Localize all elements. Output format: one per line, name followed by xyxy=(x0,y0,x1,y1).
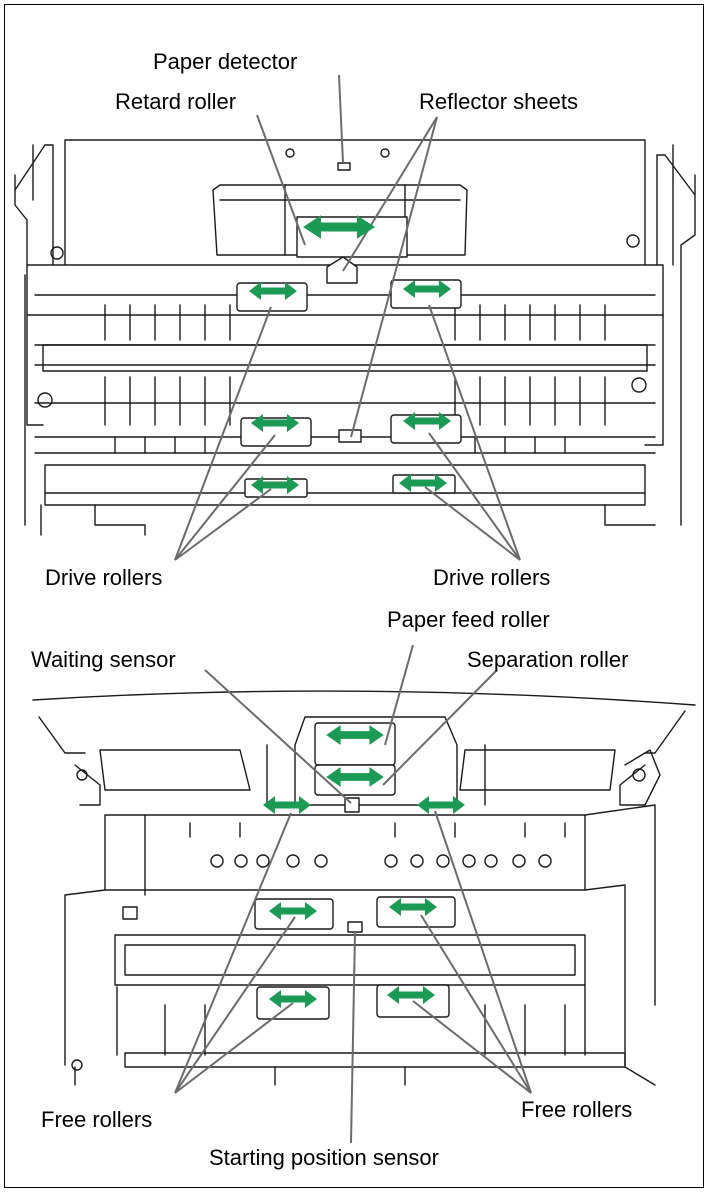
label-retard-roller: Retard roller xyxy=(115,89,236,114)
label-free-rollers-left: Free rollers xyxy=(41,1107,152,1132)
label-paper-detector: Paper detector xyxy=(153,49,297,74)
label-reflector-sheets: Reflector sheets xyxy=(419,89,578,114)
label-waiting-sensor: Waiting sensor xyxy=(31,647,176,672)
diagram-frame: Paper detector Retard roller Reflector s… xyxy=(4,4,704,1188)
free-roller-arrow-1 xyxy=(263,796,311,814)
label-free-rollers-right: Free rollers xyxy=(521,1097,632,1122)
label-separation-roller: Separation roller xyxy=(467,647,628,672)
lower-unit-drawing xyxy=(32,690,696,1086)
label-drive-rollers-right: Drive rollers xyxy=(433,565,550,590)
leader-lines xyxy=(174,74,532,1144)
upper-unit-drawing xyxy=(14,139,696,536)
label-drive-rollers-left: Drive rollers xyxy=(45,565,162,590)
label-paper-feed-roller: Paper feed roller xyxy=(387,607,550,632)
free-roller-arrow-2 xyxy=(417,796,465,814)
label-starting-position-sensor: Starting position sensor xyxy=(209,1145,439,1170)
callout-labels: Paper detector Retard roller Reflector s… xyxy=(31,49,632,1170)
scanner-roller-diagram: Paper detector Retard roller Reflector s… xyxy=(14,49,696,1170)
